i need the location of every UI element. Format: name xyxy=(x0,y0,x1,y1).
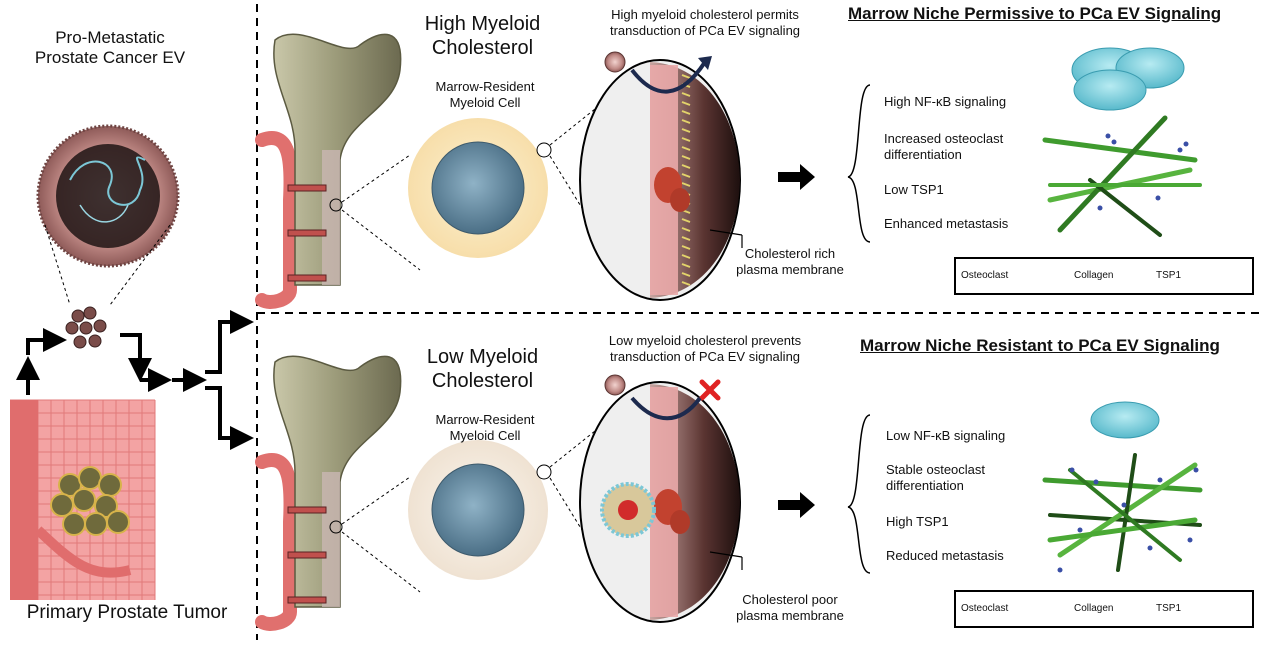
legend-osteoclast: Osteoclast xyxy=(961,603,1009,614)
marrow-cavity xyxy=(322,150,340,285)
effect-item: Low NF-κB signaling xyxy=(886,428,1006,443)
ev-title: Pro-Metastatic Prostate Cancer EV xyxy=(34,28,186,68)
membrane-label-low: Cholesterol poor plasma membrane xyxy=(736,592,844,623)
legend-tsp1: TSP1 xyxy=(1156,270,1182,281)
primary-tumor xyxy=(50,466,130,536)
effect-arrow xyxy=(778,164,815,518)
marrow-cavity xyxy=(322,472,340,607)
zoom-circle xyxy=(536,464,552,480)
legend-tsp1: TSP1 xyxy=(1156,603,1182,614)
block-x-icon xyxy=(699,379,721,401)
vessel-branch xyxy=(287,596,327,604)
myeloid-cell xyxy=(431,463,525,557)
effect-item: Low TSP1 xyxy=(884,182,944,197)
panel-low-cholesterol xyxy=(255,355,743,631)
flow-arrows xyxy=(16,310,254,450)
internalized-ev-icon xyxy=(600,482,656,538)
zoom-line xyxy=(341,531,421,593)
cell-label-high: Marrow-Resident Myeloid Cell xyxy=(435,79,535,110)
membrane-caption-low: Low myeloid cholesterol prevents transdu… xyxy=(608,333,802,364)
condition-title-high: High Myeloid Cholesterol xyxy=(424,13,541,59)
label-pointer xyxy=(709,551,743,558)
vessel-branch xyxy=(287,506,327,514)
niche-heading-low: Marrow Niche Resistant to PCa EV Signali… xyxy=(860,336,1220,355)
legend-osteoclast: Osteoclast xyxy=(961,270,1009,281)
zoom-line xyxy=(341,209,421,271)
vessel-branch xyxy=(287,229,327,237)
condition-title-low: Low Myeloid Cholesterol xyxy=(426,346,539,392)
receptor-icon xyxy=(670,188,690,212)
extracellular-vesicle-cluster xyxy=(65,306,107,349)
effect-item: Stable osteoclast differentiation xyxy=(886,462,986,493)
legend-graphics xyxy=(1021,265,1201,618)
effect-item: Increased osteoclast differentiation xyxy=(884,131,1004,162)
zoom-circle xyxy=(536,142,552,158)
panel-high-cholesterol xyxy=(255,33,743,309)
zoom-line xyxy=(341,154,411,203)
zoom-circle xyxy=(329,198,343,212)
zoom-line xyxy=(341,476,411,525)
vessel-branch xyxy=(287,274,327,282)
vessel-branch xyxy=(287,184,327,192)
legend-collagen: Collagen xyxy=(1074,270,1114,281)
effects-brace xyxy=(847,84,871,574)
tumor-title: Primary Prostate Tumor xyxy=(26,602,228,623)
blood-vessel xyxy=(255,131,298,309)
tsp1-icon-low xyxy=(1057,467,1199,573)
cell-label-low: Marrow-Resident Myeloid Cell xyxy=(435,412,535,443)
receptor-icon xyxy=(670,510,690,534)
myeloid-cell xyxy=(431,141,525,235)
zoom-line xyxy=(44,224,71,306)
effect-item: Reduced metastasis xyxy=(886,548,1004,563)
effect-item: High TSP1 xyxy=(886,514,949,529)
tsp1-icon xyxy=(1097,133,1189,211)
blocked-signal-icon xyxy=(630,396,702,421)
effect-item: Enhanced metastasis xyxy=(884,216,1009,231)
legend-collagen: Collagen xyxy=(1074,603,1114,614)
effect-item: High NF-κB signaling xyxy=(884,94,1007,109)
extracellular-vesicle-large xyxy=(36,124,180,268)
membrane-label-high: Cholesterol rich plasma membrane xyxy=(736,246,844,277)
osteoclast-icon xyxy=(1071,47,1185,439)
zoom-line xyxy=(109,224,171,306)
blood-vessel xyxy=(255,453,298,631)
signal-arrow-icon xyxy=(630,56,712,94)
collagen-fibers-low xyxy=(1042,453,1203,572)
ev-icon xyxy=(604,51,626,396)
label-pointer xyxy=(709,229,743,236)
legend-bottom: Osteoclast Collagen TSP1 xyxy=(954,590,1254,628)
vessel-branch xyxy=(287,551,327,559)
zoom-circle xyxy=(329,520,343,534)
legend-top: Osteoclast Collagen TSP1 xyxy=(954,257,1254,295)
membrane-caption-high: High myeloid cholesterol permits transdu… xyxy=(609,7,801,38)
collagen-fibers xyxy=(1042,115,1202,237)
niche-heading-high: Marrow Niche Permissive to PCa EV Signal… xyxy=(848,4,1222,23)
